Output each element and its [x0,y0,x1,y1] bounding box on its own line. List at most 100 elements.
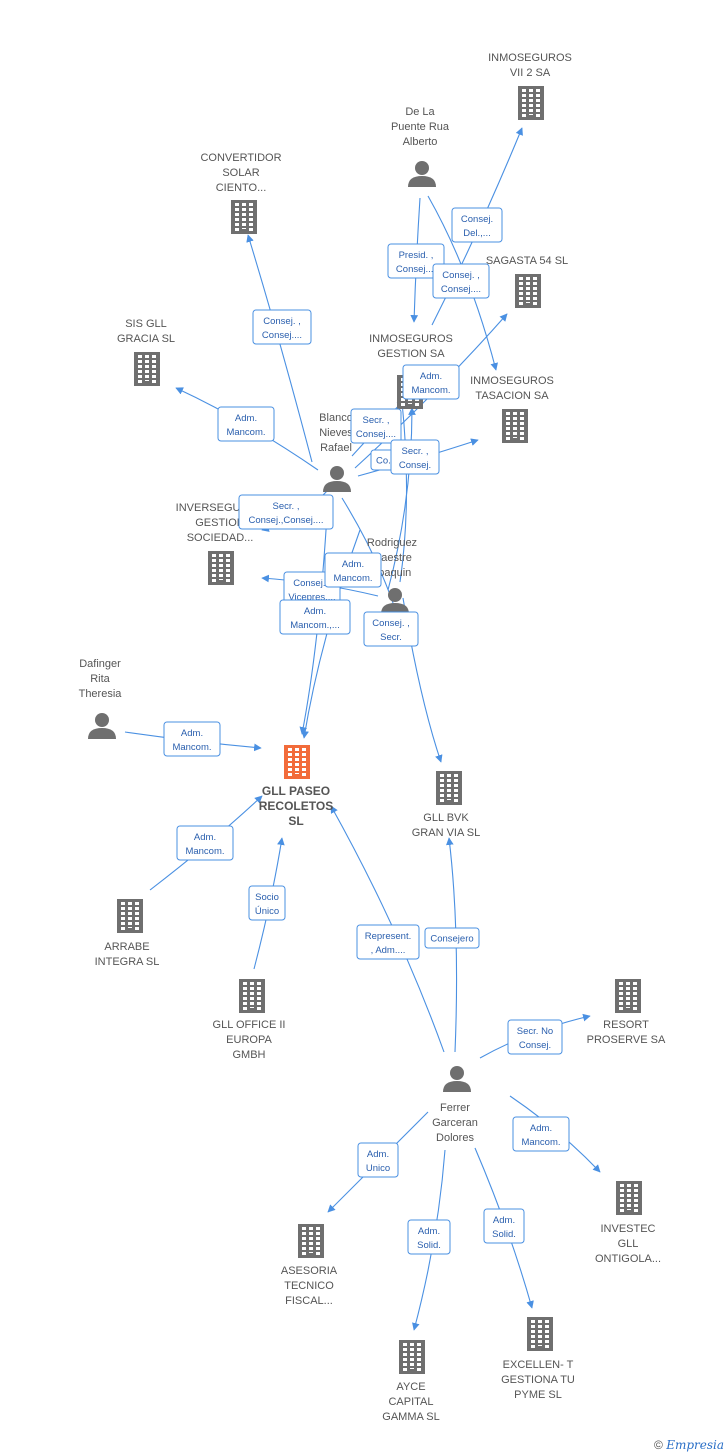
node-label: SOLAR [222,167,259,179]
relation-box [248,885,286,921]
relation-box [507,1019,563,1055]
relation-text: Consej. , [442,270,480,281]
relation-text: Solid. [417,1240,441,1251]
relation-label-r-arrabe-gll[interactable]: Adm.Mancom. [176,825,234,861]
relation-text: Consej.,Consej.... [249,515,324,526]
relation-text: Consejero [430,934,473,945]
footer-credit: © Empresia [654,1438,724,1452]
relation-box [363,611,419,647]
building-icon [284,745,310,779]
relation-label-r-delapuente-vii[interactable]: Consej.Del.,... [451,207,503,243]
building-icon [518,86,544,120]
relation-text: Secr. , [402,446,429,457]
building-icon [239,979,265,1013]
node-label: VII 2 SA [510,67,551,79]
relation-text: Adm. [420,371,442,382]
node-label: GESTION SA [377,348,445,360]
relation-text: Consej. , [372,618,410,629]
building-icon [615,979,641,1013]
relation-label-r-blanco-sis[interactable]: Adm.Mancom. [217,406,275,442]
relation-label-r-blanco-convertidor[interactable]: Consej. ,Consej.... [252,309,312,345]
relation-label-r-rodriguez-tasacion[interactable]: Secr. , Consej. [390,439,440,475]
company-node-investec[interactable]: INVESTECGLLONTIGOLA... [595,1181,661,1265]
relation-box [279,599,351,635]
relation-text: Mancom. [411,385,450,396]
relation-box [402,364,460,400]
relation-text: Adm. [367,1149,389,1160]
relation-text: Mancom. [521,1137,560,1148]
relation-box [356,924,420,960]
relation-text: Consej. [519,1040,551,1051]
relation-text: Secr. , [273,501,300,512]
relation-text: Socio [255,892,279,903]
building-icon [117,899,143,933]
relation-text: Consej. , [263,316,301,327]
relation-text: Consej. , [293,578,331,589]
node-label: EXCELLEN- T [503,1359,574,1371]
company-node-inmo-vii[interactable]: INMOSEGUROS VII 2 SA [488,52,572,120]
company-node-convertidor[interactable]: CONVERTIDORSOLARCIENTO... [200,152,282,234]
relation-box [350,408,402,444]
node-label: Maestre [372,552,412,564]
relation-text: Mancom.,... [290,620,340,631]
building-icon [502,409,528,443]
relation-label-r-blanco-gll[interactable]: Adm. Mancom.,... [279,599,351,635]
relation-box [424,927,480,949]
relation-label-r-delapuente-gestion[interactable]: Presid. ,Consej.... [387,243,445,279]
company-node-asesoria[interactable]: ASESORIATECNICOFISCAL... [281,1224,338,1307]
node-label: Rafael [320,442,352,454]
relation-label-r-blanco-inverseguros[interactable]: Secr. , Consej.,Consej.... [238,494,334,530]
relation-box [387,243,445,279]
relation-labels-layer: Consej. ,Consej....Adm.Mancom.Adm.Mancom… [163,207,570,1255]
node-label: INVESTEC [600,1223,655,1235]
node-label: FISCAL... [285,1295,333,1307]
company-node-sagasta[interactable]: SAGASTA 54 SL [486,255,568,308]
node-label: TECNICO [284,1280,334,1292]
relation-label-r-ferrer-bvk[interactable]: Consejero [424,927,480,949]
relation-label-r-delapuente-tasacion[interactable]: Consej. ,Consej.... [432,263,490,299]
relation-label-r-rodriguez-bvk[interactable]: Consej. ,Secr. [363,611,419,647]
node-label: CONVERTIDOR [200,152,281,164]
building-icon [231,200,257,234]
relation-label-r-rodriguez-gll[interactable]: Adm.Mancom. [324,552,382,588]
relation-label-r-ferrer-excellent[interactable]: Adm.Solid. [483,1208,525,1244]
relation-text: Consej. [461,214,493,225]
relation-label-r-dafinger-gll[interactable]: Adm.Mancom. [163,721,221,757]
relation-label-r-blanco-sagasta[interactable]: Adm. Mancom. [402,364,460,400]
relation-label-r-ferrer-ayce[interactable]: Adm.Solid. [407,1219,451,1255]
relation-label-r-ferrer-gll[interactable]: Represent., Adm.... [356,924,420,960]
brand-logo-text[interactable]: Empresia [666,1438,724,1452]
relation-text: Consej. [399,460,431,471]
building-icon [298,1224,324,1258]
node-label: Nieves [319,427,353,439]
node-label: Puente Rua [391,121,450,133]
copyright-symbol: © [654,1438,663,1452]
relation-label-r-blanco-gestion[interactable]: Secr. ,Consej.... [350,408,402,444]
relation-label-r-ferrer-asesoria[interactable]: Adm.Unico [357,1142,399,1178]
relation-box [252,309,312,345]
relation-text: Adm. [342,559,364,570]
relation-label-r-ferrer-investec[interactable]: Adm.Mancom. [512,1116,570,1152]
relation-text: Adm. [304,606,326,617]
relation-box [357,1142,399,1178]
node-label: Rita [90,673,110,685]
node-label: INMOSEGUROS [488,52,572,64]
relation-text: Consej.... [356,429,396,440]
node-label: INMOSEGUROS [369,333,453,345]
